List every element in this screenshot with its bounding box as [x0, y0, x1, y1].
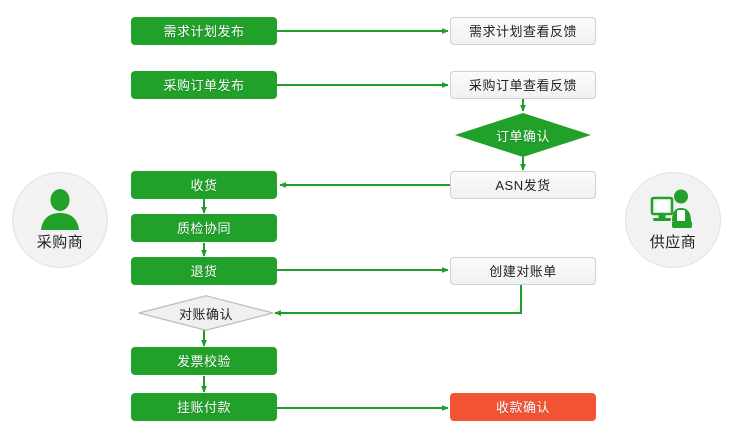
- person-icon: [41, 189, 79, 230]
- node-label: 订单确认: [495, 128, 550, 144]
- node-return-goods[interactable]: 退货: [131, 257, 277, 285]
- node-accrual-payment[interactable]: 挂账付款: [131, 393, 277, 421]
- diamond-shape: [138, 295, 274, 331]
- node-label: 收款确认: [495, 399, 550, 415]
- node-quality-inspection[interactable]: 质检协同: [131, 214, 277, 242]
- node-demand-plan-view-feedback[interactable]: 需求计划查看反馈: [450, 17, 596, 45]
- person-at-computer-icon: [650, 189, 692, 228]
- node-label: 发票校验: [176, 353, 231, 369]
- node-invoice-verification[interactable]: 发票校验: [131, 347, 277, 375]
- actor-buyer[interactable]: 采购商: [12, 172, 108, 268]
- node-label: 采购订单发布: [163, 77, 245, 93]
- node-purchase-order-publish[interactable]: 采购订单发布: [131, 71, 277, 99]
- node-receive-goods[interactable]: 收货: [131, 171, 277, 199]
- node-label: 创建对账单: [489, 263, 557, 279]
- node-label: 挂账付款: [176, 399, 231, 415]
- actor-supplier[interactable]: 供应商: [625, 172, 721, 268]
- node-asn-shipment[interactable]: ASN发货: [450, 171, 596, 199]
- node-reconciliation-confirm[interactable]: 对账确认: [138, 295, 274, 331]
- node-label: 需求计划查看反馈: [468, 23, 577, 39]
- node-label: 采购订单查看反馈: [468, 77, 577, 93]
- node-payment-receipt-confirm[interactable]: 收款确认: [450, 393, 596, 421]
- node-label: ASN发货: [495, 177, 551, 193]
- node-purchase-order-view-feedback[interactable]: 采购订单查看反馈: [450, 71, 596, 99]
- node-create-reconciliation[interactable]: 创建对账单: [450, 257, 596, 285]
- diamond-shape: [455, 113, 591, 157]
- edge-n10-n11: [274, 283, 522, 316]
- node-demand-plan-publish[interactable]: 需求计划发布: [131, 17, 277, 45]
- actor-buyer-label: 采购商: [36, 234, 84, 251]
- node-label: 质检协同: [176, 220, 231, 236]
- node-order-confirm[interactable]: 订单确认: [455, 113, 591, 157]
- actor-supplier-label: 供应商: [649, 234, 697, 251]
- node-label: 收货: [190, 177, 218, 193]
- node-label: 对账确认: [178, 306, 233, 322]
- node-label: 需求计划发布: [163, 23, 245, 39]
- node-label: 退货: [190, 263, 218, 279]
